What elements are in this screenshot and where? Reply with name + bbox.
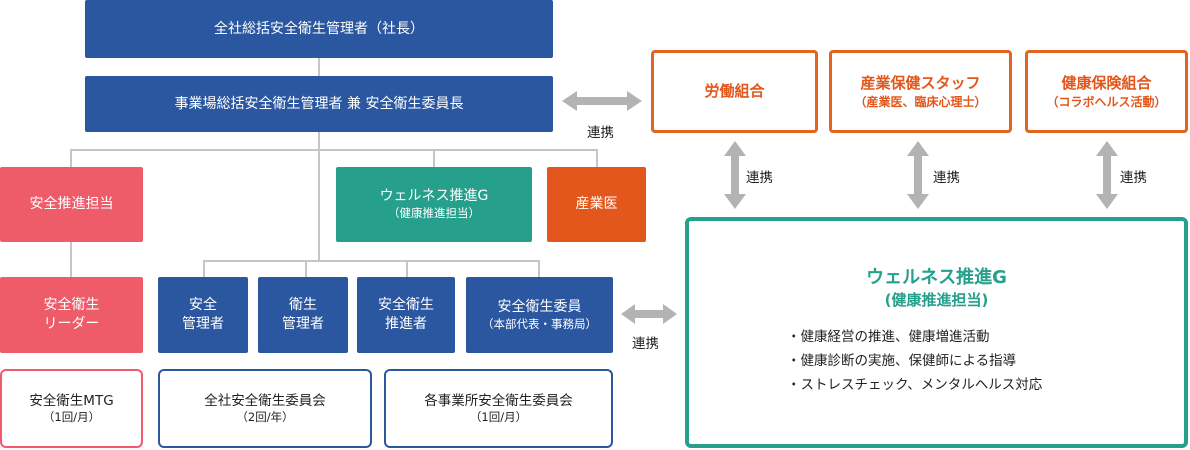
safety-mtg-freq: （1回/月） — [42, 409, 101, 424]
link-arrow-staff-wellness — [907, 141, 929, 209]
health-manager-line1: 衛生 — [289, 297, 317, 314]
wellness-detail-item: ・ストレスチェック、メンタルヘルス対応 — [787, 377, 1043, 393]
connector-main-trunk — [318, 132, 320, 262]
industrial-doctor-label: 産業医 — [575, 196, 618, 213]
health-insurance-box: 健康保険組合 （コラボヘルス活動） — [1025, 50, 1188, 133]
safety-promoter-box: 安全衛生 推進者 — [357, 277, 455, 353]
safety-promotion-label: 安全推進担当 — [29, 196, 114, 213]
connector-drop-m3 — [406, 260, 408, 277]
industrial-doctor-box: 産業医 — [547, 167, 646, 242]
safety-leader-line2: リーダー — [43, 316, 100, 332]
wellness-detail-sub: (健康推進担当) — [884, 291, 989, 309]
link-arrow-union-wellness — [724, 141, 746, 209]
wellness-detail-list: ・健康経営の推進、健康増進活動 ・健康診断の実施、保健師による指導 ・ストレスチ… — [787, 325, 1042, 397]
site-committee-box: 各事業所安全衛生委員会 （1回/月） — [384, 369, 613, 448]
wellness-detail-item: ・健康経営の推進、健康増進活動 — [787, 329, 990, 345]
labor-union-box: 労働組合 — [651, 50, 818, 133]
health-manager-line2: 管理者 — [282, 316, 324, 332]
safety-mtg-title: 安全衛生MTG — [29, 392, 114, 409]
wellness-group-sub: （健康推進担当） — [388, 206, 480, 221]
link-label-staff-wellness: 連携 — [933, 170, 960, 186]
connector-drop-m4 — [538, 260, 540, 277]
safety-promotion-box: 安全推進担当 — [0, 167, 143, 242]
safety-manager-line2: 管理者 — [182, 316, 224, 332]
health-insurance-title: 健康保険組合 — [1061, 74, 1152, 93]
connector-drop-m1 — [203, 260, 205, 277]
safety-promoter-line1: 安全衛生 — [378, 297, 434, 314]
health-staff-title: 産業保健スタッフ — [860, 74, 981, 93]
company-safety-manager-box: 全社総括安全衛生管理者（社長） — [85, 0, 553, 58]
safety-leader-line1: 安全衛生 — [43, 297, 100, 314]
wellness-detail-title: ウェルネス推進G — [866, 267, 1007, 288]
link-label-insurance-wellness: 連携 — [1120, 170, 1147, 186]
site-committee-title: 各事業所安全衛生委員会 — [424, 392, 573, 409]
safety-manager-line1: 安全 — [189, 297, 217, 314]
safety-manager-box: 安全 管理者 — [158, 277, 248, 353]
link-arrow-insurance-wellness — [1096, 141, 1118, 209]
site-safety-manager-box: 事業場総括安全衛生管理者 兼 安全衛生委員長 — [85, 76, 553, 132]
link-arrow-committee-wellness — [621, 304, 677, 324]
link-label-committee-wellness: 連携 — [632, 336, 659, 352]
wellness-detail-box: ウェルネス推進G (健康推進担当) ・健康経営の推進、健康増進活動 ・健康診断の… — [685, 217, 1188, 448]
link-label-site-union: 連携 — [587, 125, 614, 141]
committee-member-line1: 安全衛生委員 — [497, 298, 582, 315]
connector-top-trunk — [318, 58, 320, 76]
wellness-group-title: ウェルネス推進G — [379, 188, 489, 205]
health-staff-box: 産業保健スタッフ （産業医、臨床心理士） — [829, 50, 1012, 133]
link-arrow-site-union — [562, 91, 642, 111]
company-committee-freq: （2回/年） — [236, 409, 294, 424]
connector-manager-bar — [203, 260, 539, 262]
link-label-union-wellness: 連携 — [746, 170, 773, 186]
company-committee-title: 全社安全衛生委員会 — [204, 392, 326, 409]
connector-drop-doctor — [596, 149, 598, 167]
health-staff-sub: （産業医、臨床心理士） — [854, 94, 987, 109]
safety-mtg-box: 安全衛生MTG （1回/月） — [0, 369, 143, 448]
connector-safety-to-leader — [70, 242, 72, 277]
wellness-detail-item: ・健康診断の実施、保健師による指導 — [787, 353, 1017, 369]
committee-member-line2: （本部代表・事務局） — [482, 316, 597, 331]
connector-branch-bar — [70, 149, 598, 151]
health-insurance-sub: （コラボヘルス活動） — [1046, 94, 1167, 109]
company-committee-box: 全社安全衛生委員会 （2回/年） — [158, 369, 372, 448]
committee-member-box: 安全衛生委員 （本部代表・事務局） — [466, 277, 613, 353]
wellness-group-box: ウェルネス推進G （健康推進担当） — [336, 167, 532, 242]
company-safety-manager-label: 全社総括安全衛生管理者（社長） — [214, 20, 424, 37]
labor-union-label: 労働組合 — [704, 82, 765, 101]
safety-promoter-line2: 推進者 — [385, 316, 427, 332]
connector-drop-m2 — [305, 260, 307, 277]
connector-drop-safety — [70, 149, 72, 167]
health-manager-box: 衛生 管理者 — [258, 277, 348, 353]
safety-leader-box: 安全衛生 リーダー — [0, 277, 143, 353]
site-committee-freq: （1回/月） — [469, 409, 528, 424]
connector-drop-wellness — [433, 149, 435, 167]
site-safety-manager-label: 事業場総括安全衛生管理者 兼 安全衛生委員長 — [174, 95, 464, 112]
